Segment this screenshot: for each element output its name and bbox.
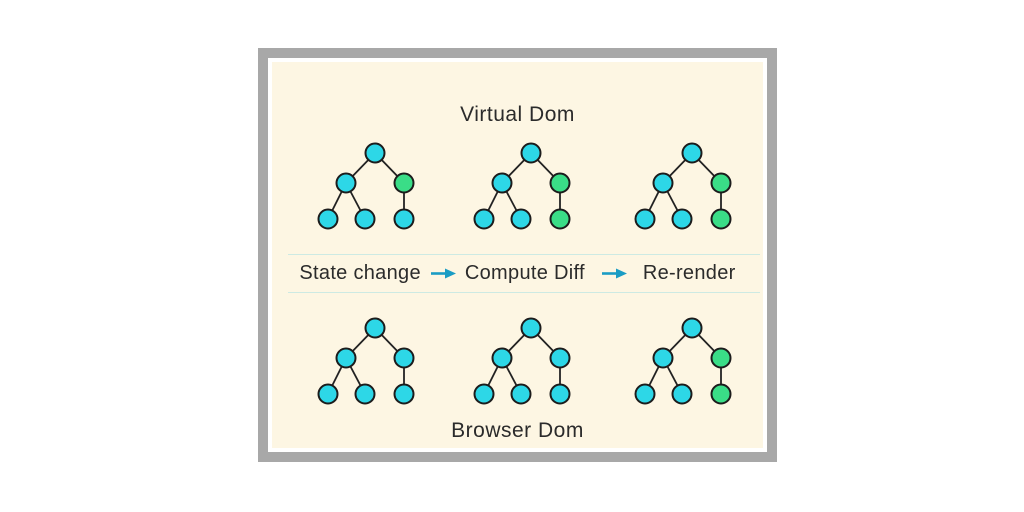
tree-node-left-child (652, 172, 674, 194)
divider-line-bottom (288, 292, 760, 293)
tree-node-left-child (491, 172, 513, 194)
tree-node-left-leaf-2 (354, 383, 376, 405)
virtual-dom-tree-3 (633, 141, 733, 231)
virtual-dom-tree-2 (472, 141, 572, 231)
right-arrow-icon (430, 268, 456, 278)
tree-node-root (681, 142, 703, 164)
diagram-panel: Virtual Dom State change Compute Diff Re… (272, 62, 763, 448)
tree-node-root (520, 142, 542, 164)
browser-dom-tree-2-svg (473, 317, 571, 405)
tree-node-right-leaf (549, 383, 571, 405)
tree-node-root (364, 142, 386, 164)
tree-node-left-leaf-2 (671, 208, 693, 230)
divider-line-top (288, 254, 760, 255)
tree-node-root (364, 317, 386, 339)
tree-node-root (520, 317, 542, 339)
tree-node-right-child (710, 172, 732, 194)
tree-node-left-leaf-2 (671, 383, 693, 405)
virtual-dom-tree-1-svg (317, 142, 415, 230)
tree-node-left-leaf-1 (634, 208, 656, 230)
tree-node-left-leaf-2 (354, 208, 376, 230)
browser-dom-tree-3 (633, 316, 733, 406)
tree-node-right-leaf (710, 208, 732, 230)
tree-node-left-leaf-1 (317, 208, 339, 230)
process-band: State change Compute Diff Re-render (272, 258, 763, 288)
virtual-dom-tree-3-svg (634, 142, 732, 230)
tree-node-left-child (652, 347, 674, 369)
tree-node-left-leaf-1 (317, 383, 339, 405)
tree-node-left-leaf-1 (473, 208, 495, 230)
process-step-compute-diff: Compute Diff (464, 261, 585, 284)
virtual-dom-tree-2-svg (473, 142, 571, 230)
tree-node-left-child (491, 347, 513, 369)
tree-node-root (681, 317, 703, 339)
virtual-dom-title: Virtual Dom (460, 103, 575, 126)
tree-node-left-leaf-2 (510, 208, 532, 230)
tree-node-right-child (710, 347, 732, 369)
tree-node-left-leaf-1 (634, 383, 656, 405)
browser-dom-tree-1-svg (317, 317, 415, 405)
tree-node-right-leaf (393, 208, 415, 230)
tree-node-right-child (549, 347, 571, 369)
browser-dom-tree-2 (472, 316, 572, 406)
tree-node-right-child (549, 172, 571, 194)
process-step-state-change: State change (299, 261, 421, 284)
tree-node-left-leaf-2 (510, 383, 532, 405)
virtual-dom-tree-1 (316, 141, 416, 231)
tree-node-right-leaf (393, 383, 415, 405)
diagram-frame: Virtual Dom State change Compute Diff Re… (258, 48, 777, 462)
tree-node-right-child (393, 347, 415, 369)
browser-dom-tree-3-svg (634, 317, 732, 405)
tree-node-left-child (335, 172, 357, 194)
right-arrow-icon (601, 268, 627, 278)
process-step-re-render: Re-render (642, 261, 736, 284)
browser-dom-tree-1 (316, 316, 416, 406)
tree-node-right-leaf (710, 383, 732, 405)
tree-node-right-child (393, 172, 415, 194)
browser-dom-title: Browser Dom (451, 419, 584, 442)
tree-node-left-child (335, 347, 357, 369)
tree-node-right-leaf (549, 208, 571, 230)
tree-node-left-leaf-1 (473, 383, 495, 405)
